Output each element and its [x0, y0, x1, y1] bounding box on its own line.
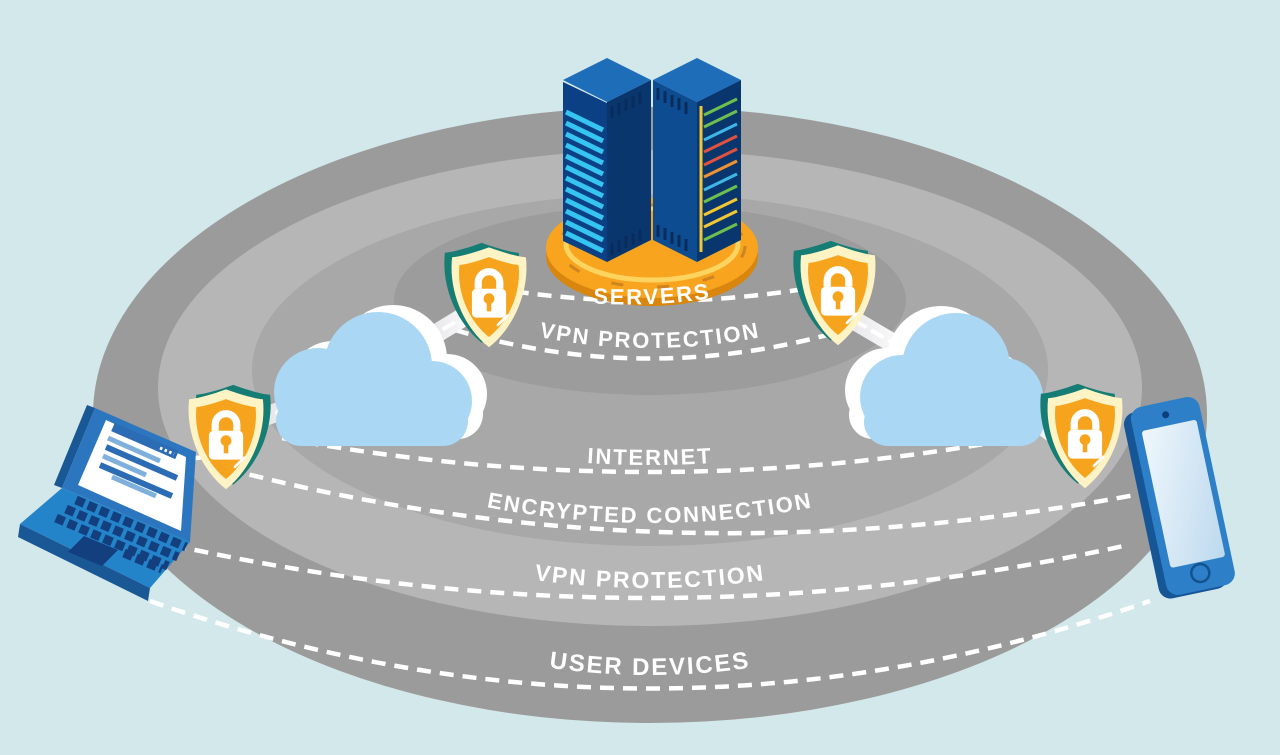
- dashed-arc-servers: [491, 285, 811, 304]
- phone-home-button: [1190, 562, 1211, 584]
- phone-camera-dot: [1162, 411, 1170, 419]
- laptop-keyboard: [54, 495, 188, 574]
- server-tower-icon: [563, 58, 741, 262]
- cloud-icon-left: [274, 305, 487, 446]
- laptop-icon: [18, 405, 196, 601]
- dashed-arc-encrypted: [204, 460, 1136, 536]
- dashed-arc-vpn-outer: [171, 542, 1129, 601]
- laptop-touchpad: [68, 536, 118, 566]
- cloud-icon-right: [845, 306, 1044, 446]
- laptop-screen-content: [98, 422, 179, 499]
- dashed-arc-user-devices: [149, 598, 1151, 691]
- dashed-arc-internet: [281, 435, 1019, 475]
- label-internet: INTERNET: [587, 443, 714, 470]
- smartphone-icon: [1123, 397, 1235, 599]
- dashed-arc-vpn-inner: [454, 327, 846, 361]
